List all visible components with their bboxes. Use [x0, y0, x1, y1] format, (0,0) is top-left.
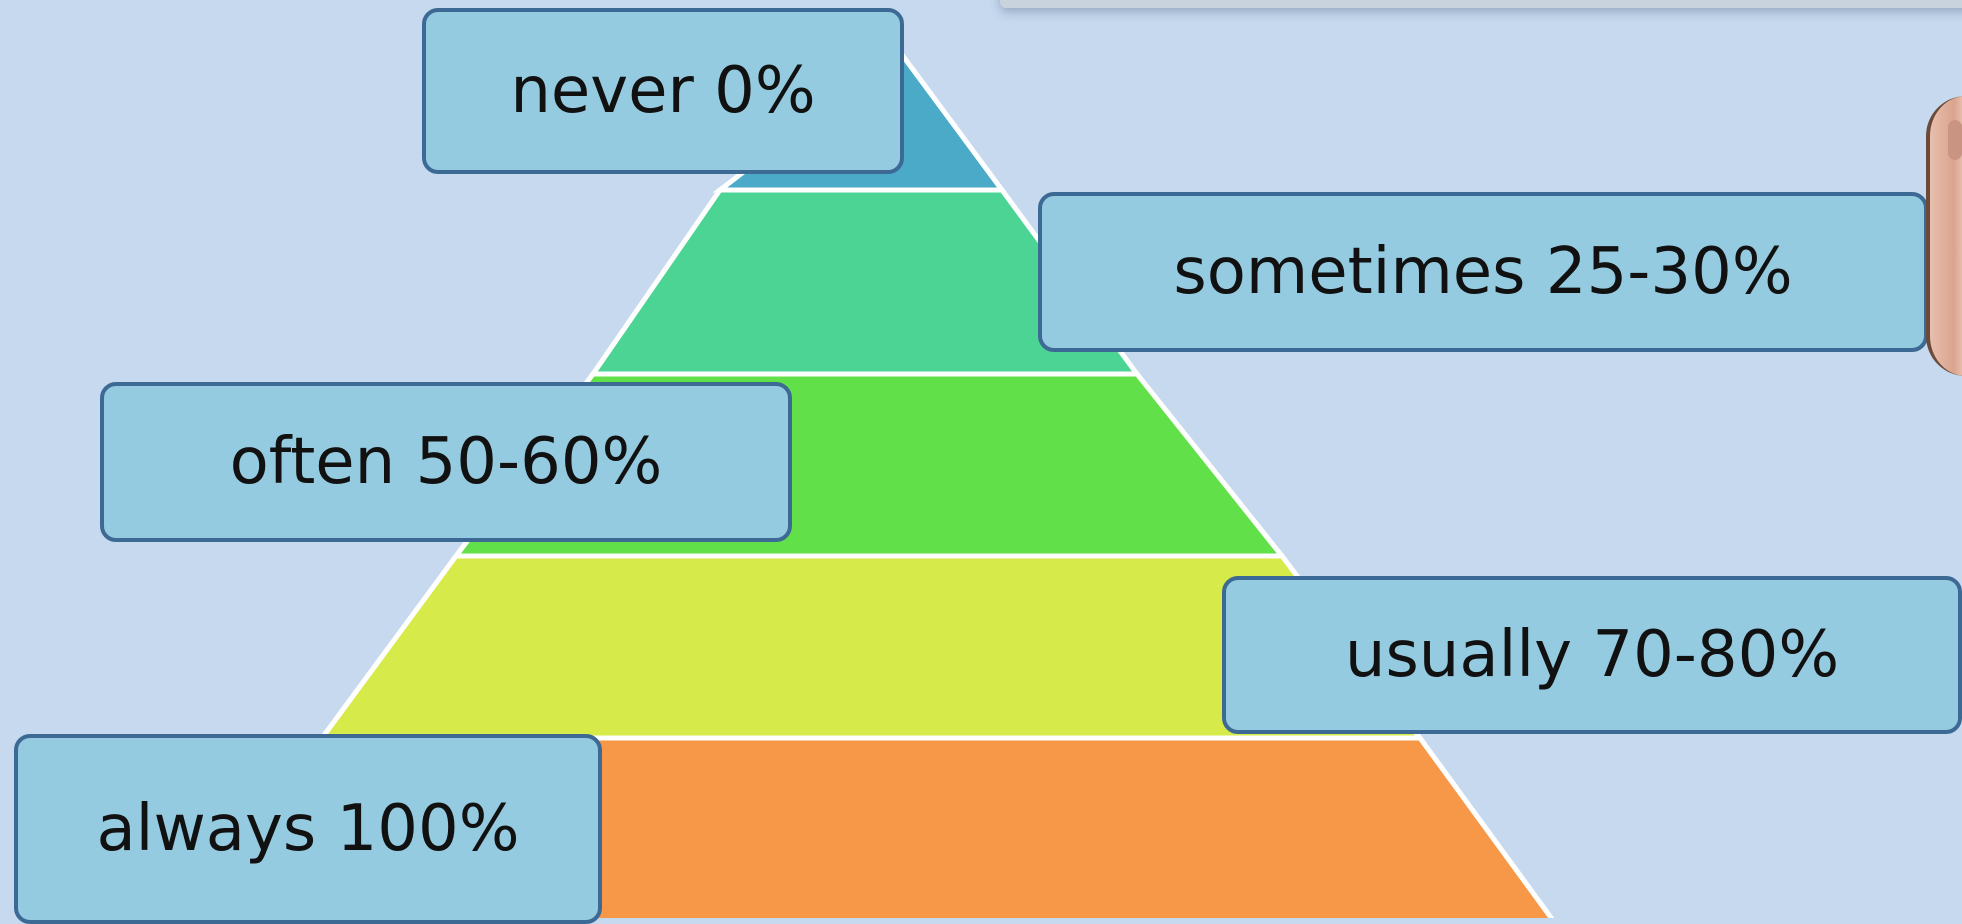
label-always: always 100%	[14, 734, 602, 924]
label-usually: usually 70-80%	[1222, 576, 1962, 734]
label-never: never 0%	[422, 8, 904, 174]
label-sometimes: sometimes 25-30%	[1038, 192, 1928, 352]
top-panel-edge	[1000, 0, 1962, 8]
presenter-ear	[1948, 120, 1962, 160]
label-often: often 50-60%	[100, 382, 792, 542]
